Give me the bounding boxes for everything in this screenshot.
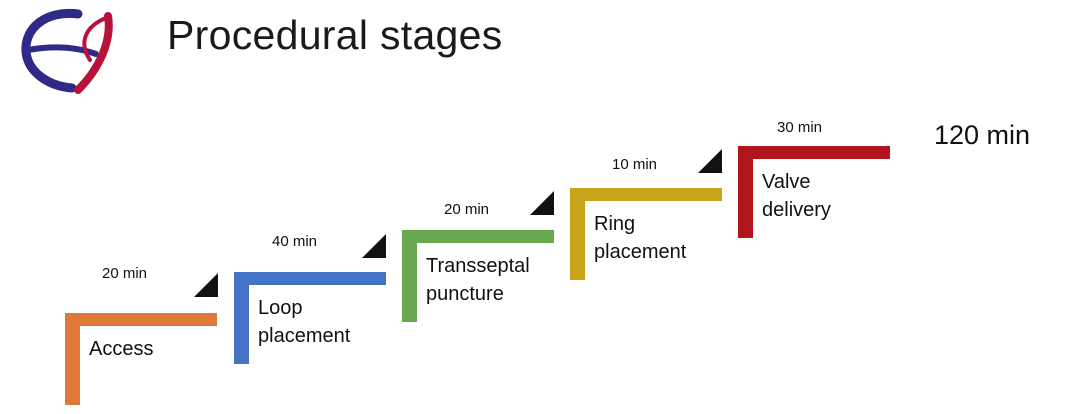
triangle-marker-icon	[362, 234, 386, 258]
stage-bar-vertical	[402, 230, 417, 322]
triangle-marker-icon	[194, 273, 218, 297]
stage-ring-placement: Ring placement	[570, 188, 726, 284]
stage-duration: 40 min	[272, 233, 318, 250]
stage-bar-horizontal	[402, 230, 554, 243]
stage-bar-horizontal	[65, 313, 217, 326]
stage-bar-horizontal	[570, 188, 722, 201]
stage-duration: 30 min	[777, 119, 823, 136]
stage-label: Transseptal puncture	[426, 255, 530, 305]
stage-bar-vertical	[65, 313, 80, 405]
logo-icon	[21, 8, 113, 94]
stage-bar-horizontal	[738, 146, 890, 159]
triangle-marker-icon	[530, 191, 554, 215]
stage-access: Access	[65, 313, 221, 409]
stage-label: Ring placement	[594, 213, 687, 263]
page-title: Procedural stages	[167, 12, 503, 58]
stage-label: Loop placement	[258, 297, 351, 347]
stage-bar-vertical	[738, 146, 753, 238]
stage-bar-vertical	[570, 188, 585, 280]
stage-label: Valve delivery	[762, 171, 831, 221]
stage-duration: 10 min	[612, 156, 658, 173]
triangle-marker-icon	[698, 149, 722, 173]
stage-valve-delivery: Valve delivery	[738, 146, 894, 242]
stage-duration: 20 min	[444, 201, 490, 218]
stage-duration: 20 min	[102, 265, 148, 282]
total-time: 120 min	[934, 120, 1031, 150]
stage-loop-placement: Loop placement	[234, 272, 390, 368]
stage-transseptal-puncture: Transseptal puncture	[402, 230, 558, 326]
stage-bar-horizontal	[234, 272, 386, 285]
stage-bar-vertical	[234, 272, 249, 364]
stage-label: Access	[89, 338, 154, 360]
